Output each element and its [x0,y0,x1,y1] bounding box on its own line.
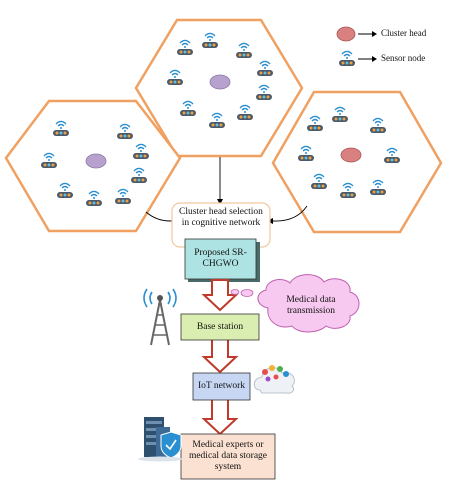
cluster-head-left [85,153,107,169]
experts-line3: system [214,462,242,472]
connector-right [272,205,308,222]
experts-line2: medical data storage [188,451,268,461]
cluster-selection-line1: Cluster head selection [179,207,263,217]
legend-cluster-head-label: Cluster head [381,28,427,38]
proposed-box [184,238,257,280]
legend-cluster-head-swatch [336,26,356,42]
base-station-box [180,313,260,341]
cloud-text: Medical data transmission [270,289,352,323]
medical-experts-text: Medical experts or medical data storage … [181,434,275,479]
cloud-line2: transmission [286,306,336,316]
iot-network-box [192,372,251,401]
cluster-selection-line2: in cognitive network [181,218,261,228]
arrow-1 [201,279,239,312]
arrow-3 [201,398,239,436]
radio-tower-icon [143,288,177,346]
medical-experts-box [180,433,276,480]
cluster-head-right [340,147,362,163]
proposed-line1: Proposed SR- [194,248,247,258]
proposed-line2: CHGWO [202,259,239,269]
medical-data-cloud [257,274,360,333]
cluster-head-top [209,74,231,90]
legend-sensor-node-label: Sensor node [381,53,426,63]
legend-sensor-icon [338,50,356,67]
proposed-text: Proposed SR- CHGWO [185,239,256,279]
hexagon-right [271,90,443,234]
server-shield-icon [138,417,182,462]
arrow-2 [201,337,239,374]
base-station-label: Base station [196,321,244,332]
iot-network-label: IoT network [197,381,246,391]
iot-cloud-icon [253,365,295,394]
cloud-line1: Medical data [286,295,336,305]
experts-line1: Medical experts or [192,440,264,450]
cluster-selection-text: Cluster head selection in cognitive netw… [172,204,270,232]
